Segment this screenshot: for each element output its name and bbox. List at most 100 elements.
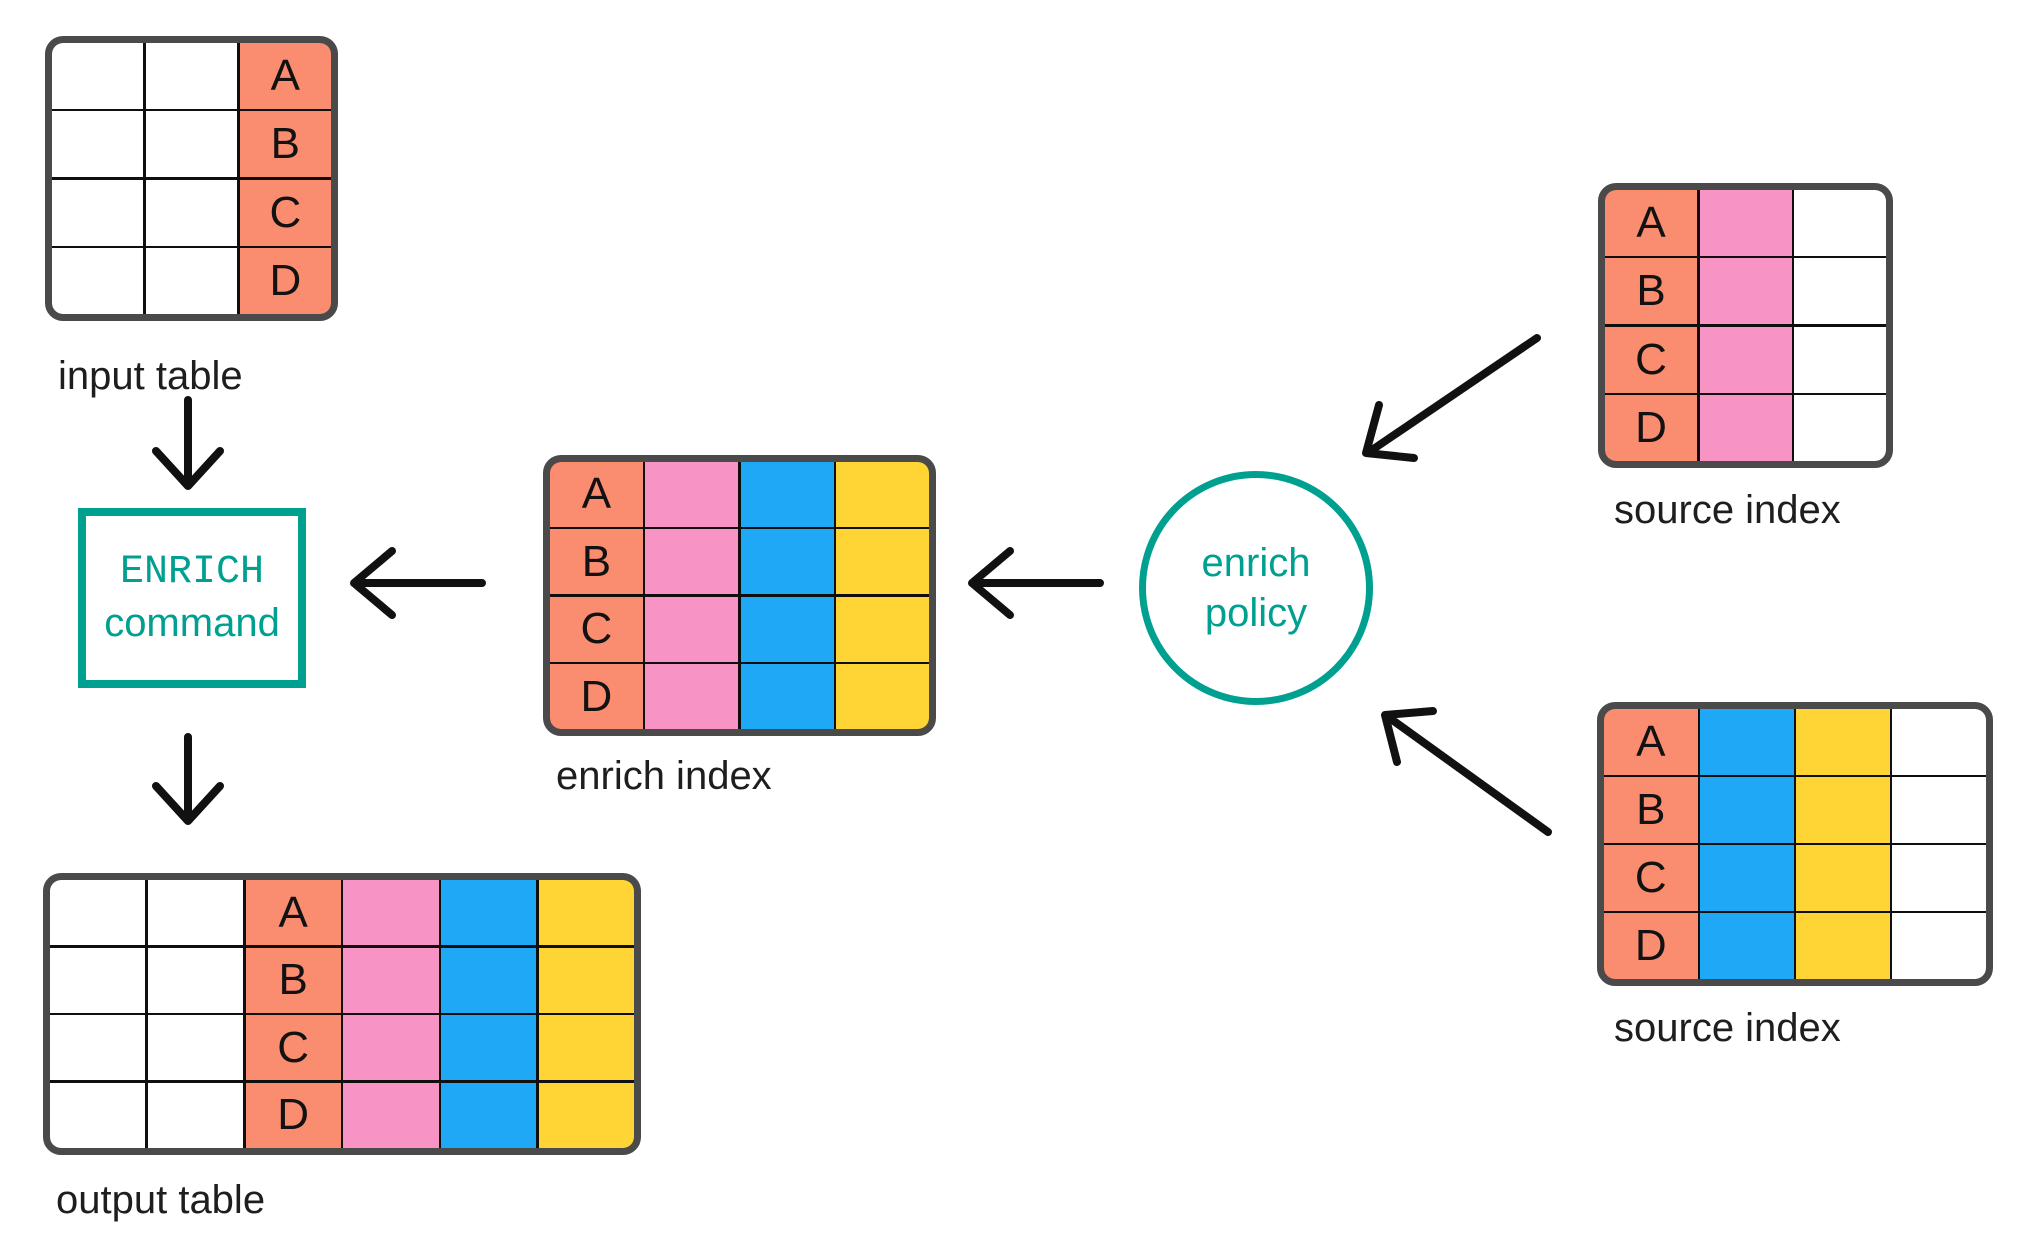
table-cell xyxy=(1796,913,1890,979)
key-cell: C xyxy=(245,1015,341,1081)
key-cell: B xyxy=(1605,258,1697,325)
table-cell xyxy=(740,529,834,595)
table-cell xyxy=(1700,845,1794,911)
key-cell: C xyxy=(550,596,643,662)
table-cell xyxy=(1699,395,1792,461)
table-cell xyxy=(441,1015,537,1081)
table-cell xyxy=(645,462,739,527)
key-cell: D xyxy=(1605,395,1697,461)
table-cell xyxy=(1794,258,1886,325)
key-cell: D xyxy=(1604,913,1698,979)
table-cell xyxy=(52,111,144,178)
table-cell xyxy=(52,43,144,109)
table-cell xyxy=(1796,777,1890,843)
table-cell xyxy=(538,947,634,1013)
table-cell xyxy=(50,947,146,1013)
table-cell xyxy=(1699,190,1792,256)
enrich-command-keyword: ENRICH xyxy=(119,550,265,595)
table-cell xyxy=(740,596,834,662)
arrow-input-to-command xyxy=(152,396,224,490)
table-cell xyxy=(645,664,739,729)
table-cell xyxy=(147,1082,243,1148)
table-cell xyxy=(147,947,243,1013)
arrow-enrich-index-to-command xyxy=(350,547,486,619)
arrow-command-to-output xyxy=(152,733,224,825)
enrich-index-label: enrich index xyxy=(556,754,772,798)
arrow-source-top-to-policy xyxy=(1362,334,1541,462)
key-cell: B xyxy=(550,529,643,595)
table-cell xyxy=(52,179,144,246)
table-cell xyxy=(147,880,243,946)
table-cell xyxy=(1892,777,1986,843)
table-cell xyxy=(145,43,238,109)
table-cell xyxy=(1796,709,1890,775)
key-cell: B xyxy=(245,947,341,1013)
table-cell xyxy=(836,462,929,527)
table-cell xyxy=(1794,326,1886,393)
table-cell xyxy=(1796,845,1890,911)
table-cell xyxy=(441,1082,537,1148)
key-cell: B xyxy=(239,111,331,178)
key-cell: C xyxy=(1605,326,1697,393)
key-cell: D xyxy=(550,664,643,729)
table-cell xyxy=(145,111,238,178)
table-cell xyxy=(836,529,929,595)
arrow-source-bottom-to-policy xyxy=(1381,707,1552,836)
table-cell xyxy=(645,529,739,595)
table-cell xyxy=(1892,845,1986,911)
input-table-label: input table xyxy=(58,354,243,398)
output-table-label: output table xyxy=(56,1178,266,1222)
enrich-policy-word2: policy xyxy=(1204,591,1308,635)
enrich-command-box: ENRICH command xyxy=(78,508,306,688)
table-cell xyxy=(538,880,634,946)
key-cell: A xyxy=(550,462,643,527)
table-cell xyxy=(145,179,238,246)
table-cell xyxy=(1699,326,1792,393)
table-cell xyxy=(1892,709,1986,775)
table-cell xyxy=(343,947,439,1013)
table-cell xyxy=(645,596,739,662)
table-cell xyxy=(1892,913,1986,979)
key-cell: C xyxy=(1604,845,1698,911)
enrich-command-word: command xyxy=(104,601,280,645)
table-cell xyxy=(740,664,834,729)
key-cell: D xyxy=(239,248,331,314)
table-cell xyxy=(343,1015,439,1081)
table-cell xyxy=(50,1082,146,1148)
key-cell: A xyxy=(1604,709,1698,775)
key-cell: D xyxy=(245,1082,341,1148)
source-index-bottom-label: source index xyxy=(1614,1006,1841,1050)
table-cell xyxy=(1794,395,1886,461)
table-cell xyxy=(1699,258,1792,325)
table-cell xyxy=(50,1015,146,1081)
key-cell: C xyxy=(239,179,331,246)
key-cell: A xyxy=(1605,190,1697,256)
table-cell xyxy=(52,248,144,314)
table-cell xyxy=(145,248,238,314)
enrich-policy-word1: enrich xyxy=(1201,541,1311,585)
arrow-policy-to-enrich-index xyxy=(968,547,1104,619)
table-cell xyxy=(1794,190,1886,256)
table-cell xyxy=(441,880,537,946)
table-cell xyxy=(538,1082,634,1148)
key-cell: A xyxy=(239,43,331,109)
table-cell xyxy=(1700,777,1794,843)
source-index-top-label: source index xyxy=(1614,488,1841,532)
table-cell xyxy=(50,880,146,946)
key-cell: A xyxy=(245,880,341,946)
table-cell xyxy=(343,1082,439,1148)
table-cell xyxy=(1700,709,1794,775)
enrich-policy-circle: enrich policy xyxy=(1139,471,1373,705)
table-cell xyxy=(740,462,834,527)
table-cell xyxy=(836,596,929,662)
table-cell xyxy=(343,880,439,946)
table-cell xyxy=(1700,913,1794,979)
table-cell xyxy=(147,1015,243,1081)
table-cell xyxy=(836,664,929,729)
